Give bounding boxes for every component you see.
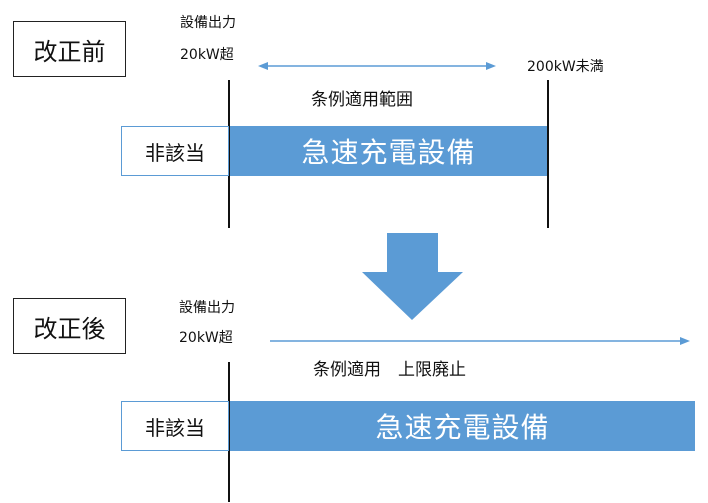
before-upper-limit-line xyxy=(547,80,549,228)
after-range-arrow xyxy=(270,337,690,345)
before-charger-bar: 急速充電設備 xyxy=(230,126,547,176)
after-lower-limit-line xyxy=(228,362,230,502)
before-title: 改正前 xyxy=(33,37,106,66)
after-not-applicable-label: 非該当 xyxy=(145,415,205,440)
after-charger-bar: 急速充電設備 xyxy=(230,401,695,451)
after-title: 改正後 xyxy=(33,314,106,343)
before-range-label: 条例適用範囲 xyxy=(311,90,413,110)
before-lower-label-line1: 設備出力 xyxy=(180,15,236,31)
after-not-applicable-box: 非該当 xyxy=(121,401,229,451)
before-charger-bar-label: 急速充電設備 xyxy=(301,136,476,169)
before-lower-limit-line xyxy=(228,80,230,228)
before-not-applicable-box: 非該当 xyxy=(121,126,229,176)
after-title-box: 改正後 xyxy=(13,298,126,354)
before-not-applicable-label: 非該当 xyxy=(145,140,205,165)
before-upper-label: 200kW未満 xyxy=(527,59,604,75)
before-lower-label-line2: 20kW超 xyxy=(180,47,234,63)
after-lower-label-line1: 設備出力 xyxy=(179,300,235,316)
after-lower-label-line2: 20kW超 xyxy=(179,330,233,346)
before-title-box: 改正前 xyxy=(13,21,126,77)
down-arrow-icon xyxy=(362,233,463,320)
after-range-label: 条例適用 上限廃止 xyxy=(313,360,466,380)
before-range-arrow xyxy=(258,62,496,70)
after-charger-bar-label: 急速充電設備 xyxy=(375,411,550,444)
